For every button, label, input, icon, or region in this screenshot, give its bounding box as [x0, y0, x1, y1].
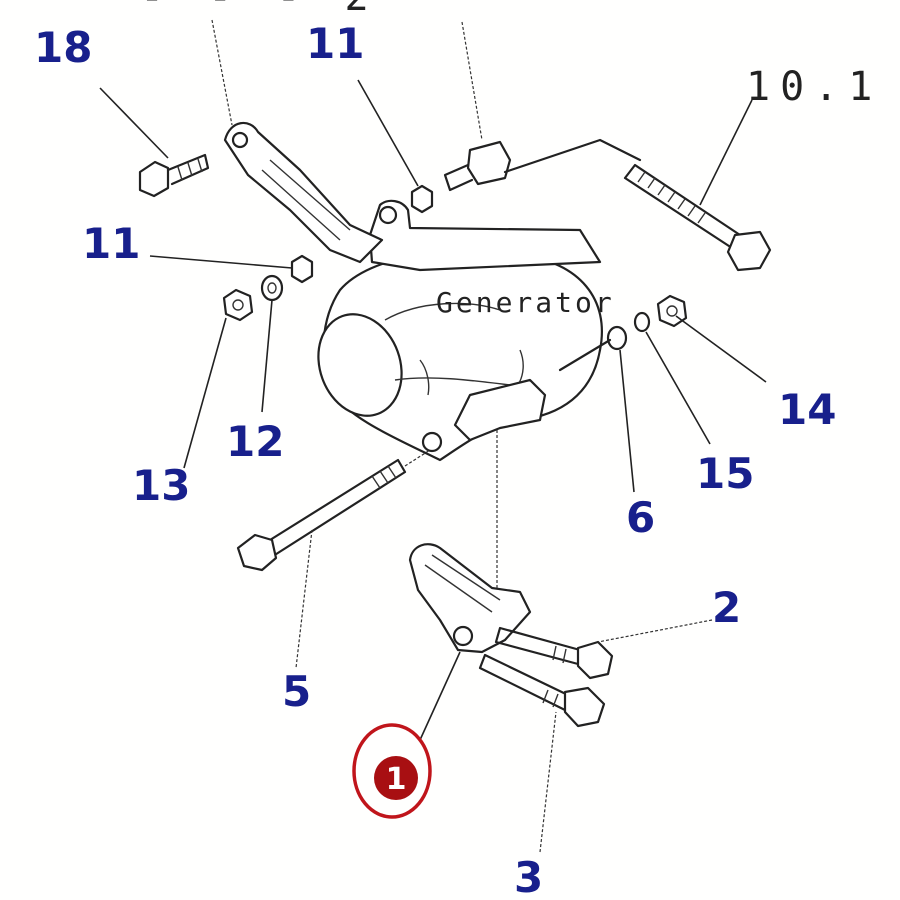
leader-lines	[99, 79, 767, 853]
callout-5: 5	[282, 667, 311, 716]
spring-washer-15	[633, 311, 651, 333]
callouts: 18 11 11 12 13 14 15 6 5 2 3	[34, 19, 836, 900]
bolt-18	[138, 153, 210, 198]
callout-14: 14	[778, 385, 836, 434]
callout-12: 12	[226, 417, 284, 466]
stud-collar	[443, 21, 642, 192]
bolt-2	[494, 626, 614, 680]
adjusting-bracket	[211, 19, 384, 264]
nut-11-middle	[290, 254, 314, 284]
highlight-part-1: 1	[352, 723, 432, 819]
highlight-badge	[374, 756, 418, 800]
callout-3: 3	[514, 853, 543, 900]
mounting-bracket-1	[408, 430, 532, 654]
generator-label: Generator	[436, 286, 615, 319]
top-label-fragment: - - - 2	[140, 0, 379, 20]
washer-12	[260, 274, 284, 302]
generator: Generator	[317, 199, 615, 462]
washer-6	[558, 325, 628, 372]
callout-18: 18	[34, 23, 92, 72]
callout-2: 2	[712, 583, 741, 632]
long-bolt-10-1	[623, 163, 772, 272]
nut-14	[656, 294, 688, 328]
bolt-3	[478, 653, 606, 728]
highlight-number: 1	[386, 762, 407, 797]
callout-6: 6	[626, 493, 655, 542]
nut-11-upper	[410, 184, 434, 214]
callout-13: 13	[132, 461, 190, 510]
reference-label: 10.1	[746, 64, 882, 110]
bolt-5	[236, 449, 431, 572]
nut-13	[222, 288, 254, 322]
highlight-ring	[352, 723, 432, 819]
callout-15: 15	[696, 449, 754, 498]
callout-11-middle: 11	[82, 219, 140, 268]
callout-11-upper: 11	[306, 19, 364, 68]
